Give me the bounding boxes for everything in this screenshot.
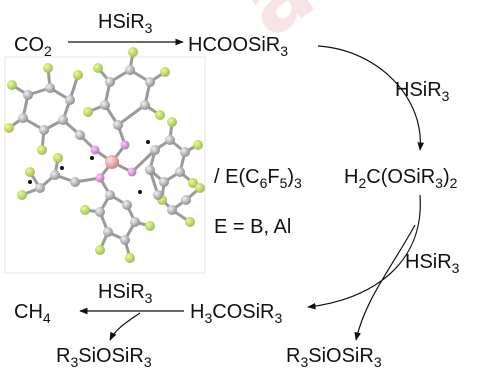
co2-label: CO2 [14, 34, 52, 59]
carbon-atom [181, 195, 191, 205]
fluorine-atom [43, 63, 53, 73]
fluorine-atom [195, 183, 205, 193]
fluorine-atom [95, 245, 105, 255]
molecule-bond [116, 103, 147, 127]
carbon-atom [145, 77, 155, 87]
fluorine-atom [167, 117, 177, 127]
carbon-atom [65, 95, 75, 105]
carbon-atom [39, 125, 49, 135]
fluorine-atom [155, 110, 165, 120]
disiloxane-right-label: R3SiOSiR3 [286, 345, 382, 370]
disiloxane-left-label: R3SiOSiR3 [56, 345, 152, 370]
arrow-methoxysilane-to-disiloxane [109, 312, 141, 341]
oxygen-atom [90, 145, 100, 155]
methoxysilane-label: H3COSiR3 [190, 301, 282, 326]
carbon-atom [150, 145, 160, 155]
carbon-atom [58, 115, 68, 125]
carbon-atom [130, 217, 140, 227]
fluorine-atom [93, 63, 103, 73]
fluorine-atom [17, 190, 27, 200]
fluorine-atom [128, 47, 138, 57]
arrow-acetal-to-disiloxane [354, 224, 416, 341]
hydrogen-atom [28, 180, 32, 184]
carbon-atom [105, 190, 115, 200]
arrow-acetal-to-methoxysilane [307, 194, 421, 310]
formate-label: HCOOSiR3 [188, 34, 288, 59]
carbon-atom [113, 120, 123, 130]
oxygen-atom [95, 173, 105, 183]
fluorine-atom [145, 221, 155, 231]
carbon-atom [35, 183, 45, 193]
hydrogen-atom [90, 156, 94, 160]
fluorine-atom [80, 205, 90, 215]
carbon-atom [175, 167, 185, 177]
methane-label: CH4 [14, 301, 51, 326]
carbon-atom [165, 135, 175, 145]
carbon-atom [95, 207, 105, 217]
carbon-atom [23, 90, 33, 100]
oxygen-atom [127, 167, 137, 177]
molecule-structure [4, 47, 206, 274]
carbon-atom [145, 165, 155, 175]
hydrogen-atom [60, 166, 64, 170]
hydrogen-atom [146, 140, 150, 144]
central-atom [105, 155, 119, 169]
fluorine-atom [125, 253, 135, 263]
carbon-atom [70, 177, 80, 187]
fluorine-atom [25, 167, 35, 177]
reagent-hsir3-step4: HSiR3 [98, 281, 153, 306]
hydrogen-atom [138, 190, 142, 194]
molecule-bond [130, 148, 157, 174]
catalyst-label: / E(C6F5)3 [214, 166, 302, 191]
fluorine-atom [37, 145, 47, 155]
reagent-hsir3-step3: HSiR3 [405, 251, 460, 276]
carbon-atom [125, 65, 135, 75]
carbon-atom [167, 205, 177, 215]
fluorine-atom [193, 140, 203, 150]
carbon-atom [122, 200, 132, 210]
carbon-atom [105, 77, 115, 87]
fluorine-atom [185, 217, 195, 227]
fluorine-atom [4, 123, 14, 133]
carbon-atom [45, 83, 55, 93]
carbon-atom [103, 227, 113, 237]
fluorine-atom [73, 70, 83, 80]
fluorine-atom [7, 80, 17, 90]
carbon-atom [153, 190, 163, 200]
carbon-atom [18, 113, 28, 123]
carbon-atom [159, 177, 169, 187]
oxygen-atom [120, 140, 130, 150]
carbon-atom [140, 100, 150, 110]
carbon-atom [100, 100, 110, 110]
carbon-atom [50, 170, 60, 180]
carbon-atom [180, 147, 190, 157]
fluorine-atom [188, 178, 198, 188]
carbon-atom [120, 235, 130, 245]
arrow-formate-to-acetal [317, 45, 425, 151]
reagent-hsir3-step2: HSiR3 [395, 79, 450, 104]
fluorine-atom [53, 153, 63, 163]
carbon-atom [75, 130, 85, 140]
acetal-label: H2C(OSiR3)2 [344, 166, 458, 191]
fluorine-atom [160, 67, 170, 77]
element-definition: E = B, Al [214, 216, 291, 238]
reagent-hsir3-step1: HSiR3 [98, 11, 153, 36]
fluorine-atom [83, 107, 93, 117]
